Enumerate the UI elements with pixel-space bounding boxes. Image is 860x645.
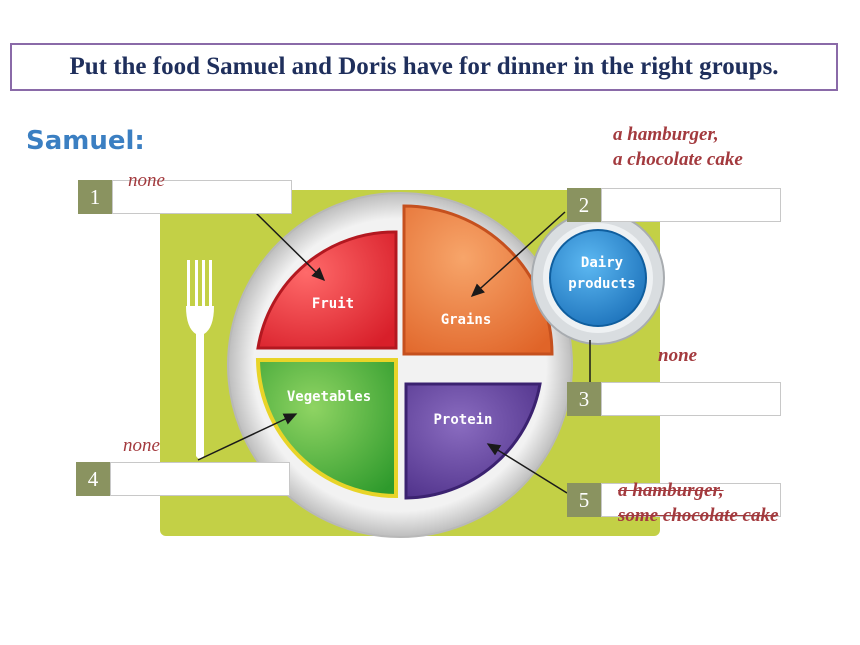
answer-text-5-line1-span: a hamburger, xyxy=(618,480,724,501)
answer-slot-3: 3 xyxy=(567,382,781,416)
answer-field-1[interactable] xyxy=(112,180,292,214)
answer-field-3[interactable] xyxy=(601,382,781,416)
answer-text-5: a hamburger, some chocolate cake xyxy=(618,478,778,528)
pointer-arrows xyxy=(197,211,591,494)
fruit-label: Fruit xyxy=(312,296,354,312)
protein-section xyxy=(404,382,542,500)
instruction-box: Put the food Samuel and Doris have for d… xyxy=(10,43,838,91)
grains-label: Grains xyxy=(441,312,492,328)
dairy-label-line1: Dairy xyxy=(581,255,624,271)
answer-slot-5: 5 xyxy=(567,483,781,517)
arrow-1-fruit xyxy=(254,211,326,282)
arrow-5-protein xyxy=(486,443,568,494)
protein-label: Protein xyxy=(433,412,492,428)
answer-slot-4: 4 xyxy=(76,462,290,496)
answer-field-2[interactable] xyxy=(601,188,781,222)
slot-number: 2 xyxy=(567,188,601,222)
vegetables-label: Vegetables xyxy=(287,389,371,405)
answer-text-2-line2: a chocolate cake xyxy=(613,149,743,170)
slot-number: 4 xyxy=(76,462,110,496)
instruction-text: Put the food Samuel and Doris have for d… xyxy=(69,53,779,80)
answer-text-5-line1: a hamburger, xyxy=(618,478,778,503)
answer-text-3: none xyxy=(658,345,698,366)
grains-section xyxy=(402,204,554,356)
answer-text-2-line1: a hamburger, xyxy=(613,124,719,145)
dairy-label-line2: products xyxy=(568,276,635,292)
answer-text-4: none xyxy=(123,435,160,456)
answer-text-5-line2: some chocolate cake xyxy=(618,503,778,528)
fruit-section xyxy=(256,230,398,350)
answer-field-5[interactable] xyxy=(601,483,781,517)
fork-icon xyxy=(186,260,214,459)
answer-text-1: none xyxy=(128,170,165,191)
person-label: Samuel: xyxy=(26,126,145,156)
slot-number: 5 xyxy=(567,483,601,517)
arrow-2-grains xyxy=(470,211,566,298)
slot-number: 3 xyxy=(567,382,601,416)
arrow-4-vegetables xyxy=(197,413,298,461)
slot-number: 1 xyxy=(78,180,112,214)
answer-text-5-line2-span: some chocolate cake xyxy=(618,505,779,526)
answer-text-2: a hamburger, a chocolate cake xyxy=(613,122,743,172)
answer-field-4[interactable] xyxy=(110,462,290,496)
dairy-section xyxy=(549,229,647,327)
vegetables-section xyxy=(255,358,398,499)
answer-slot-1: 1 xyxy=(78,180,292,214)
answer-slot-2: 2 xyxy=(567,188,781,222)
